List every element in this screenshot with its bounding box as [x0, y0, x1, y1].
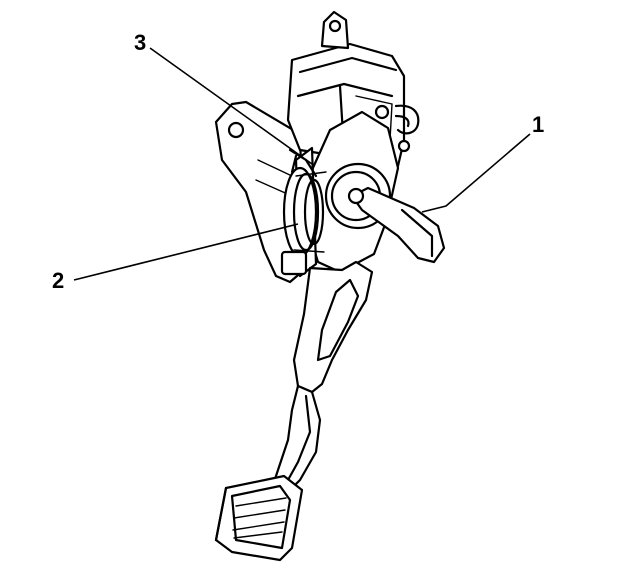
electrical-connector: [394, 104, 420, 135]
callout-3: 3: [134, 30, 147, 55]
tab-hole: [328, 19, 342, 33]
bracket-hole: [227, 121, 245, 139]
callout-2: 2: [52, 268, 65, 293]
release-lever-handle: [350, 186, 446, 264]
leader-line-1: [421, 133, 531, 213]
pedal-pad: [214, 474, 304, 562]
mounting-bracket: [214, 100, 306, 284]
callout-1: 1: [532, 112, 545, 137]
lever-pivot-bolt: [347, 187, 365, 205]
pedal-pad-ribs: [232, 497, 287, 539]
leader-line-3: [149, 47, 313, 165]
leader-line-2: [73, 223, 299, 281]
pedal-arm-upper: [292, 260, 374, 394]
